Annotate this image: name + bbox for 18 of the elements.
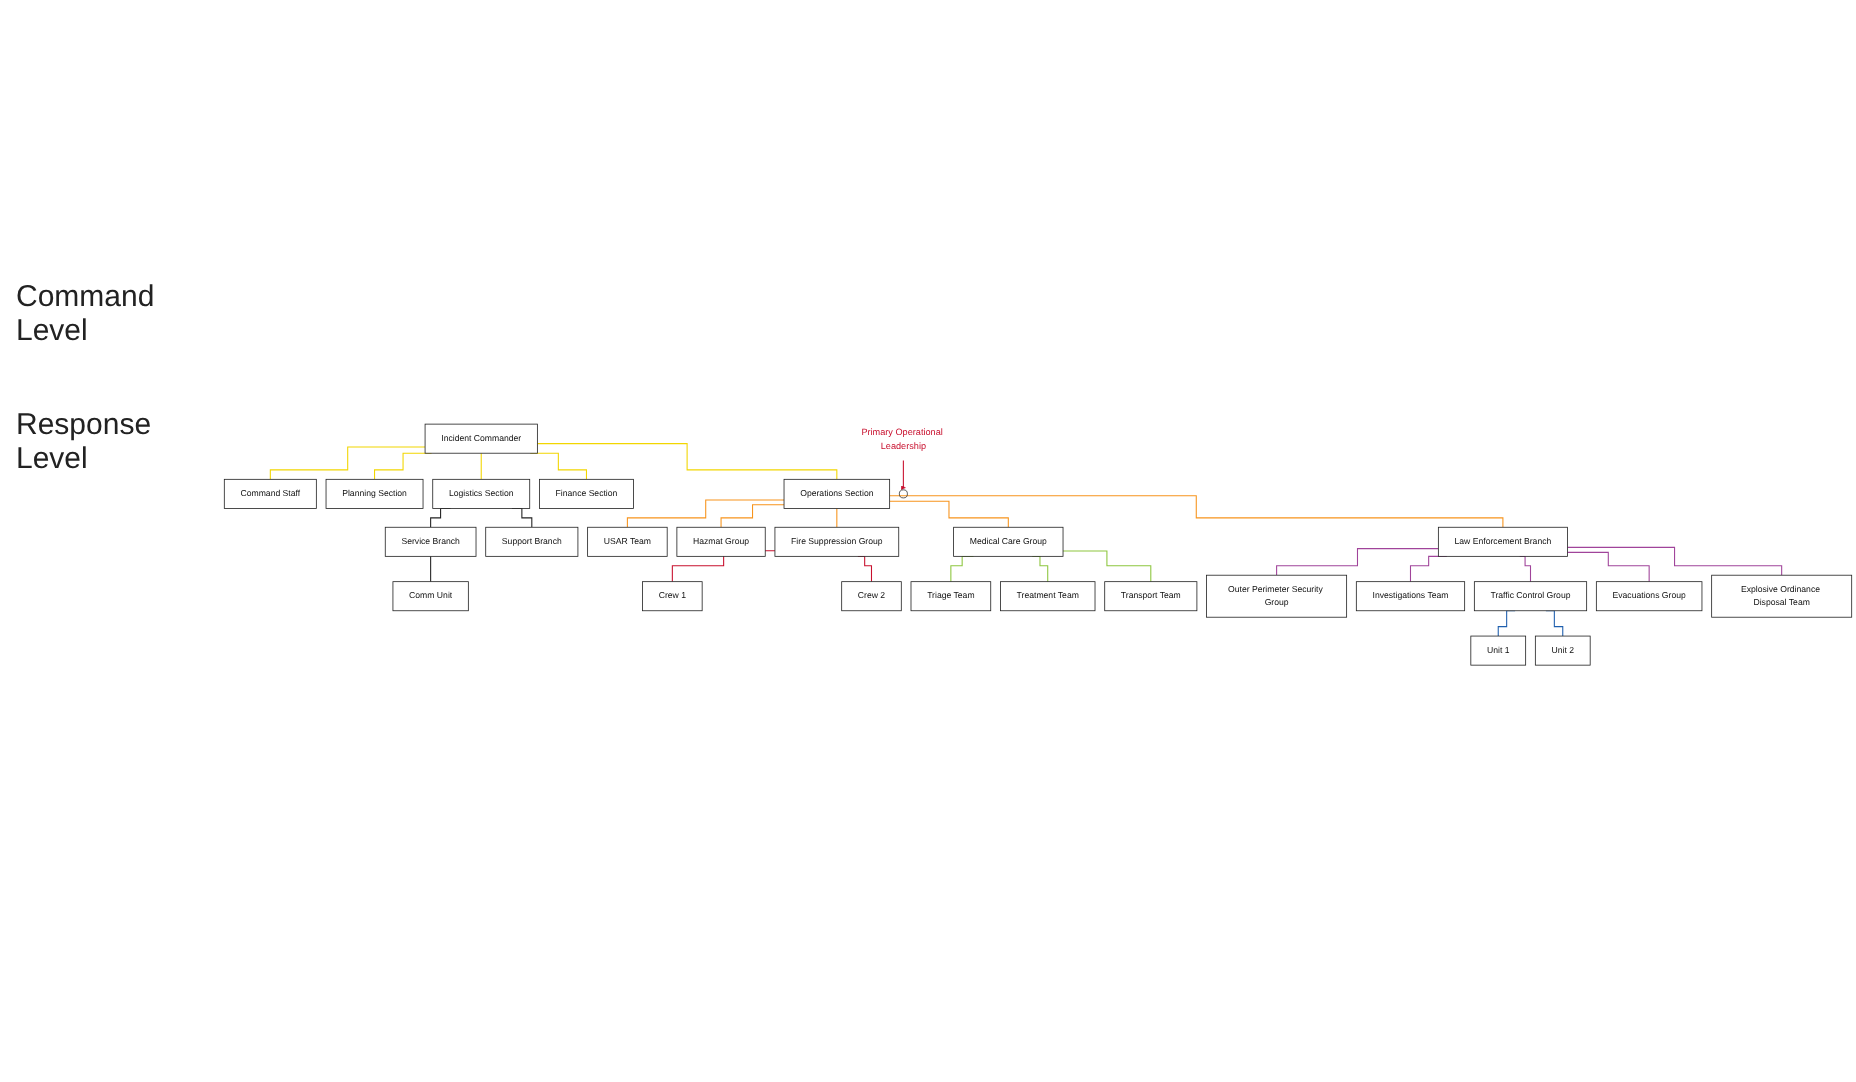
level-label: Response Level	[16, 408, 154, 476]
connector	[1566, 546, 1783, 576]
connector	[889, 500, 1009, 528]
connector	[1062, 550, 1152, 583]
connector	[720, 504, 785, 528]
connector	[1276, 548, 1439, 576]
connector	[430, 555, 432, 583]
connector	[626, 499, 785, 528]
connector	[480, 452, 482, 480]
connector	[1519, 555, 1532, 583]
connector	[1566, 551, 1650, 583]
connector	[269, 446, 426, 480]
connector	[889, 495, 1504, 528]
node-circle	[898, 489, 908, 499]
level-label: Command Level	[16, 280, 157, 348]
arrow	[901, 459, 906, 491]
connector	[836, 507, 838, 528]
connector	[536, 443, 838, 480]
